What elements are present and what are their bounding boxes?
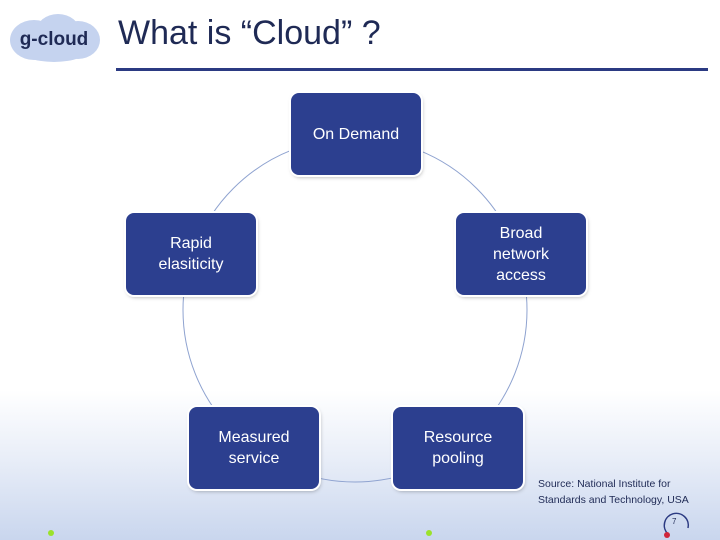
footer-gradient — [0, 390, 720, 540]
node-resource-pooling: Resource pooling — [393, 407, 523, 489]
green-dot-center — [426, 530, 432, 536]
g-cloud-logo: g-cloud — [6, 10, 102, 64]
page-number: 7 — [672, 517, 677, 526]
red-dot — [664, 532, 670, 538]
node-on-demand: On Demand — [291, 93, 421, 175]
slide-title: What is “Cloud” ? — [118, 14, 381, 52]
logo-text: g-cloud — [20, 29, 89, 50]
node-measured-service: Measured service — [189, 407, 319, 489]
node-rapid-elasticity: Rapid elasiticity — [126, 213, 256, 295]
title-divider — [116, 68, 708, 71]
green-dot-left — [48, 530, 54, 536]
node-broad-network-access: Broad network access — [456, 213, 586, 295]
page-number-badge — [663, 512, 690, 538]
source-note: Source: National Institute for Standards… — [538, 478, 689, 506]
